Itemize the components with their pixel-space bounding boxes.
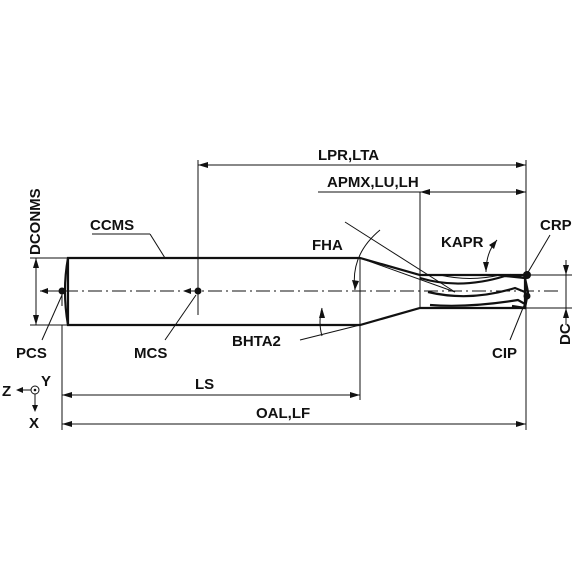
label-axis-z: Z: [2, 383, 11, 400]
dim-ls: LS: [62, 376, 360, 398]
label-crp: CRP: [540, 217, 572, 234]
cutting-tip: [509, 273, 530, 310]
angle-bhta2: BHTA2: [232, 307, 361, 350]
crp-point: [523, 271, 531, 279]
label-lpr-lta: LPR,LTA: [318, 147, 379, 164]
label-kapr: KAPR: [441, 234, 484, 251]
dim-dc: DC: [557, 260, 574, 345]
label-fha: FHA: [312, 237, 343, 254]
label-dc: DC: [557, 323, 574, 345]
label-oal-lf: OAL,LF: [256, 405, 310, 422]
label-dconms: DCONMS: [27, 188, 44, 255]
label-apmx-lu-lh: APMX,LU,LH: [327, 174, 419, 191]
cip-point: [523, 292, 531, 300]
axis-legend: Z Y X: [2, 373, 51, 432]
coord-mcs: MCS: [134, 287, 202, 362]
flute-2: [427, 286, 526, 298]
label-axis-x: X: [29, 415, 39, 432]
dim-lpr-lta: LPR,LTA: [198, 147, 526, 168]
extension-lines: [30, 160, 572, 430]
label-ccms: CCMS: [90, 217, 134, 234]
flute-3: [429, 298, 526, 307]
leader-crp: CRP: [523, 217, 572, 279]
dim-dconms: DCONMS: [27, 188, 44, 325]
angle-kapr: KAPR: [441, 234, 498, 273]
leader-cip: CIP: [492, 292, 531, 362]
angle-fha: FHA: [312, 221, 456, 293]
flute-4: [439, 274, 501, 279]
label-axis-y: Y: [41, 373, 51, 390]
label-ls: LS: [195, 376, 214, 393]
label-cip: CIP: [492, 345, 517, 362]
label-mcs: MCS: [134, 345, 167, 362]
dim-oal-lf: OAL,LF: [62, 405, 526, 427]
flute-1: [419, 274, 526, 285]
label-bhta2: BHTA2: [232, 333, 281, 350]
label-pcs: PCS: [16, 345, 47, 362]
leader-ccms: CCMS: [90, 217, 166, 259]
coord-pcs: PCS: [16, 287, 66, 362]
tool-outline: [63, 256, 530, 327]
dim-apmx: APMX,LU,LH: [318, 174, 526, 275]
